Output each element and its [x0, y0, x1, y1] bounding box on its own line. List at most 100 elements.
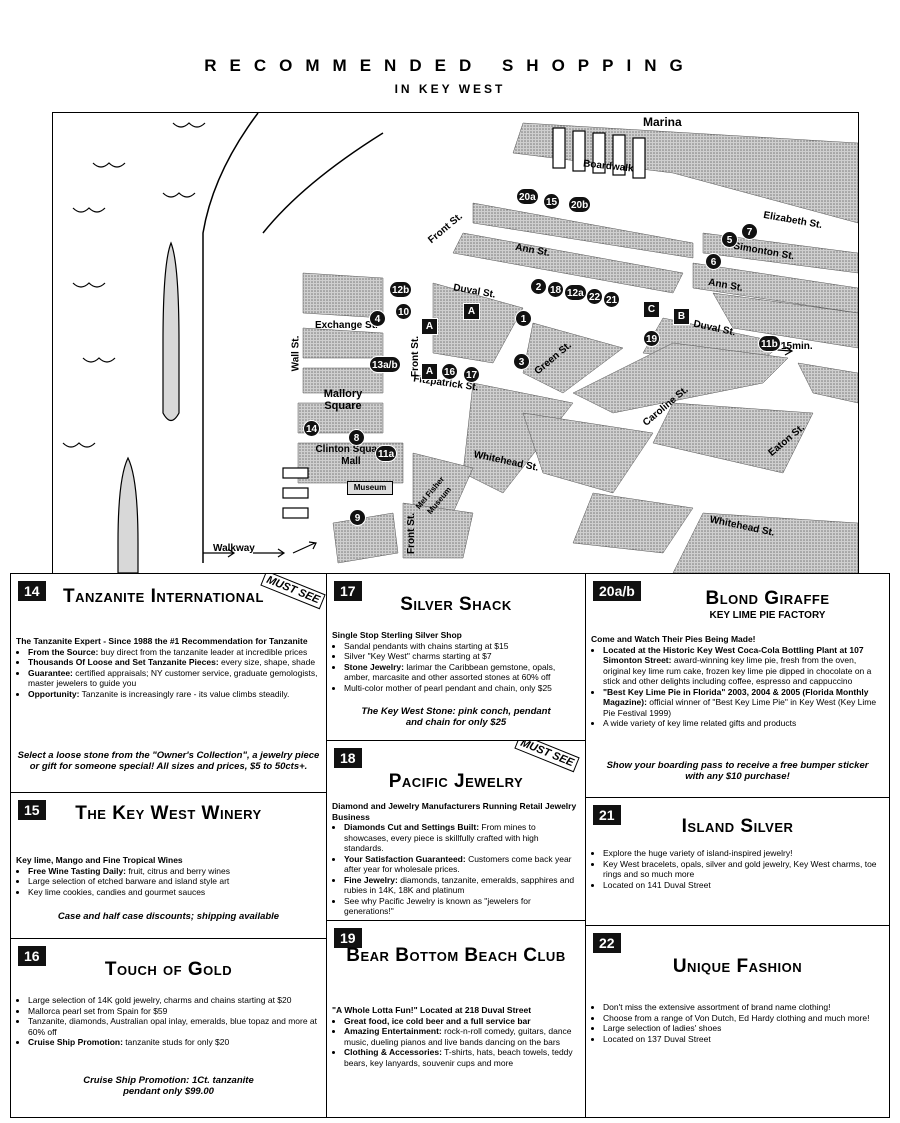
feature-text: Sandal pendants with chains starting at … — [344, 641, 580, 652]
map-marker[interactable]: 14 — [303, 420, 321, 437]
feature-text: Large selection of ladies' shoes — [603, 1023, 884, 1034]
store-lead: Key lime, Mango and Fine Tropical Wines — [16, 855, 183, 865]
map-marker[interactable]: 11a — [375, 445, 398, 462]
map-marker[interactable]: 3 — [513, 353, 530, 370]
place-museum: Museum — [347, 481, 393, 495]
feature-text: Key lime cookies, candies and gourmet sa… — [28, 887, 321, 898]
feature-key: Stone Jewelry: — [344, 661, 404, 672]
store-details: Explore the huge variety of island-inspi… — [591, 848, 884, 890]
feature-key: Guarantee: — [28, 667, 73, 678]
feature-text: Mallorca pearl set from Spain for $59 — [28, 1006, 321, 1017]
map-marker[interactable]: 15 — [543, 193, 561, 210]
feature-key: Located at the Historic Key West Coca-Co… — [603, 644, 864, 666]
store-name: Touch of Gold — [104, 959, 233, 980]
place-mallory-square: Mallory Square — [323, 388, 363, 412]
store-card-21: 21 Island Silver Explore the huge variet… — [585, 797, 890, 926]
feature-text: certified appraisals; NY customer servic… — [28, 667, 318, 689]
map-marker[interactable]: 4 — [369, 310, 386, 327]
label-walk-time: 15min. — [781, 341, 813, 352]
map-letter-marker[interactable]: B — [673, 308, 690, 325]
feature-text: Tanzanite, diamonds, Australian opal inl… — [28, 1016, 321, 1037]
feature-key: Great food, ice cold beer and a full ser… — [344, 1015, 531, 1026]
map-marker[interactable]: 2 — [530, 278, 547, 295]
feature-text: Silver "Key West" charms starting at $7 — [344, 651, 580, 662]
feature-text: rock-n-roll comedy, guitars, dance music… — [344, 1026, 572, 1047]
store-number: 21 — [593, 805, 621, 825]
feature-text: award-winning key lime pie, fresh from t… — [603, 655, 872, 686]
store-subtitle: KEY LIME PIE FACTORY — [709, 610, 826, 621]
label-wall-st: Wall St. — [290, 335, 302, 372]
place-clinton-square-mall: Clinton Square Mall — [315, 444, 387, 467]
page-title: RECOMMENDED SHOPPING — [204, 56, 696, 75]
map-marker[interactable]: 11b — [758, 335, 781, 352]
map-marker[interactable]: 20a — [516, 188, 539, 205]
store-number: 16 — [18, 946, 46, 966]
feature-text: fruit, citrus and berry wines — [126, 865, 230, 876]
map-marker[interactable]: 22 — [586, 288, 604, 305]
map-marker[interactable]: 17 — [463, 366, 481, 383]
store-name: Pacific Jewelry — [388, 771, 524, 792]
label-front-st-mid: Front St. — [410, 335, 422, 378]
map-marker[interactable]: 6 — [705, 253, 722, 270]
feature-text: Large selection of 14K gold jewelry, cha… — [28, 995, 321, 1006]
store-number: 18 — [334, 748, 362, 768]
page-subtitle: IN KEY WEST — [394, 82, 506, 96]
must-see-stamp: MUST SEE — [514, 741, 580, 773]
store-name: Bear Bottom Beach Club — [346, 945, 566, 966]
feature-text: Tanzanite is increasingly rare - its val… — [79, 688, 290, 699]
store-card-20: 20a/b Blond Giraffe KEY LIME PIE FACTORY… — [585, 573, 890, 798]
map-marker[interactable]: 1 — [515, 310, 532, 327]
store-promo: The Key West Stone: pink conch, pendant … — [361, 706, 551, 728]
label-marina: Marina — [643, 115, 682, 129]
store-number: 14 — [18, 581, 46, 601]
store-name: Blond Giraffe — [705, 588, 830, 609]
label-walkway: Walkway — [213, 543, 255, 554]
map-marker[interactable]: 8 — [348, 429, 365, 446]
store-card-14: 14 MUST SEE Tanzanite International The … — [10, 573, 327, 793]
map-marker[interactable]: 13a/b — [369, 356, 401, 373]
map-marker[interactable]: 12a — [564, 284, 587, 301]
feature-text: See why Pacific Jewelry is known as "jew… — [344, 896, 580, 917]
feature-key: Thousands Of Loose and Set Tanzanite Pie… — [28, 657, 219, 667]
feature-text: Choose from a range of Von Dutch, Ed Har… — [603, 1013, 884, 1024]
map-marker[interactable]: 20b — [568, 196, 592, 213]
street-map: Marina Boardwalk Elizabeth St. Simonton … — [52, 112, 859, 574]
store-details: The Tanzanite Expert - Since 1988 the #1… — [16, 636, 321, 699]
map-marker[interactable]: 10 — [395, 303, 413, 320]
map-letter-marker[interactable]: C — [643, 301, 660, 318]
map-marker[interactable]: 16 — [441, 363, 459, 380]
feature-key: Amazing Entertainment: — [344, 1026, 442, 1036]
store-promo: Case and half case discounts; shipping a… — [57, 911, 280, 922]
map-marker[interactable]: 9 — [349, 509, 366, 526]
feature-text: every size, shape, shade — [218, 657, 316, 667]
feature-text: official winner of "Best Key Lime Pie" i… — [603, 697, 877, 718]
map-letter-marker[interactable]: A — [421, 318, 438, 335]
store-promo: Cruise Ship Promotion: 1Ct. tanzanite pe… — [83, 1075, 254, 1097]
map-marker[interactable]: 21 — [603, 291, 621, 308]
map-marker[interactable]: 5 — [721, 231, 738, 248]
map-letter-marker[interactable]: A — [463, 303, 480, 320]
feature-text: Large selection of etched barware and is… — [28, 876, 321, 887]
store-name: Tanzanite International — [63, 586, 264, 607]
store-card-19: 19 Bear Bottom Beach Club "A Whole Lotta… — [326, 920, 586, 1118]
map-marker[interactable]: 18 — [547, 281, 565, 298]
map-marker[interactable]: 19 — [643, 330, 661, 347]
store-card-18: 18 MUST SEE Pacific Jewelry Diamond and … — [326, 740, 586, 921]
store-name: The Key West Winery — [75, 803, 262, 824]
map-marker[interactable]: 12b — [389, 281, 413, 298]
feature-text: larimar the Caribbean gemstone, opals, a… — [344, 661, 556, 683]
store-details: Come and Watch Their Pies Being Made! Lo… — [591, 634, 884, 729]
feature-text: tanzanite studs for only $20 — [122, 1037, 230, 1047]
label-exchange-st: Exchange St. — [315, 320, 378, 331]
store-details: Single Stop Sterling Silver Shop Sandal … — [332, 630, 580, 693]
map-marker[interactable]: 7 — [741, 223, 758, 240]
feature-text: Key West bracelets, opals, silver and go… — [603, 859, 884, 880]
feature-key: Fine Jewelry: — [344, 874, 398, 885]
store-lead: Diamond and Jewelry Manufacturers Runnin… — [332, 801, 577, 822]
feature-key: Your Satisfaction Guaranteed: — [344, 853, 466, 864]
feature-key: Free Wine Tasting Daily: — [28, 865, 127, 876]
map-letter-marker[interactable]: A — [421, 363, 438, 380]
feature-text: A wide variety of key lime related gifts… — [603, 718, 884, 729]
store-name: Island Silver — [681, 816, 794, 837]
store-number: 19 — [334, 928, 362, 948]
